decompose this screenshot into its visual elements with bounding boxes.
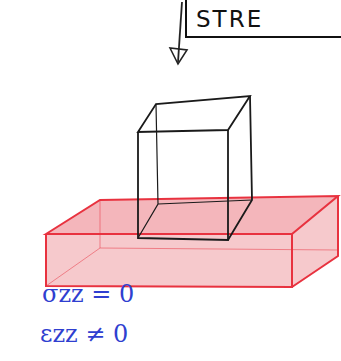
- heading-frame: [186, 0, 341, 37]
- flattened-slab: [46, 196, 338, 287]
- arrow-head: [170, 48, 187, 64]
- stress-condition: σzz = 0: [42, 280, 134, 308]
- strain-condition: εzz ≠ 0: [40, 320, 128, 348]
- load-arrow: [178, 2, 182, 62]
- heading-text: STRE: [196, 6, 263, 32]
- original-cube: [138, 96, 252, 240]
